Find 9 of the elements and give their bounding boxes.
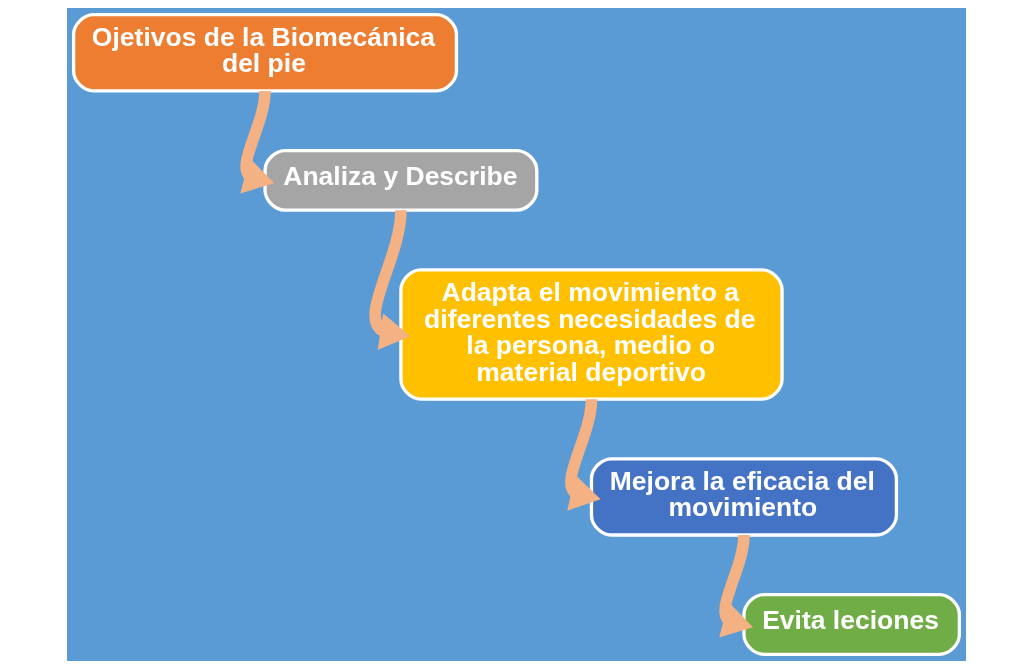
node-box: Analiza y Describe xyxy=(262,148,538,212)
node-box: Adapta el movimiento a diferentes necesidades de la persona, medio o material deportivo xyxy=(398,268,784,401)
arrow xyxy=(368,209,410,350)
node-box: Ojetivos de la Biomecánica del pie xyxy=(71,13,458,93)
arrow xyxy=(718,534,753,638)
arrow xyxy=(564,398,601,511)
arrow xyxy=(239,90,274,194)
node-box: Evita leciones xyxy=(741,593,961,656)
node-box: Mejora la eficacia del movimiento xyxy=(589,457,898,537)
